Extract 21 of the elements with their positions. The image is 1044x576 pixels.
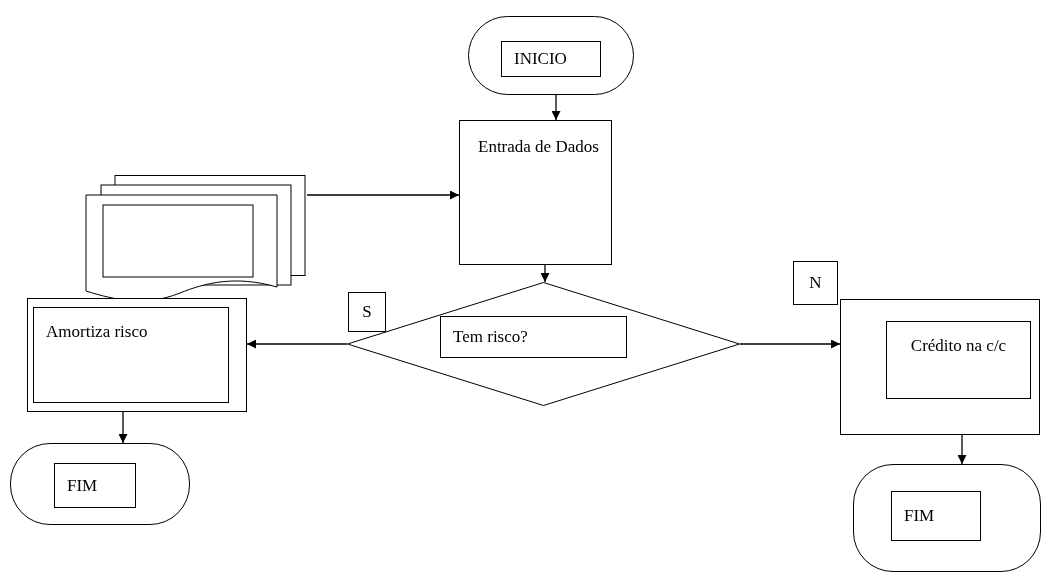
process-box bbox=[27, 298, 247, 412]
decision-diamond bbox=[347, 282, 740, 406]
process-box bbox=[840, 299, 1040, 435]
edge-label: S bbox=[348, 292, 386, 332]
node-text: Amortiza risco bbox=[46, 322, 148, 341]
arrow bbox=[118, 411, 128, 444]
node-text: Crédito na c/c bbox=[910, 336, 1007, 355]
arrow bbox=[246, 339, 348, 349]
terminator-shape bbox=[853, 464, 1041, 572]
node-text: Entrada de Dados bbox=[478, 137, 599, 156]
node-text: FIM bbox=[67, 474, 98, 497]
edge-label: N bbox=[793, 261, 838, 305]
arrow bbox=[957, 434, 967, 465]
arrow bbox=[306, 190, 460, 200]
node-text: INICIO bbox=[514, 48, 567, 71]
arrow bbox=[540, 264, 550, 283]
process-box bbox=[459, 120, 612, 265]
arrow bbox=[739, 339, 841, 349]
arrow bbox=[551, 94, 561, 121]
node-text: FIM bbox=[904, 505, 935, 528]
node-text: Tem risco? bbox=[453, 326, 528, 349]
